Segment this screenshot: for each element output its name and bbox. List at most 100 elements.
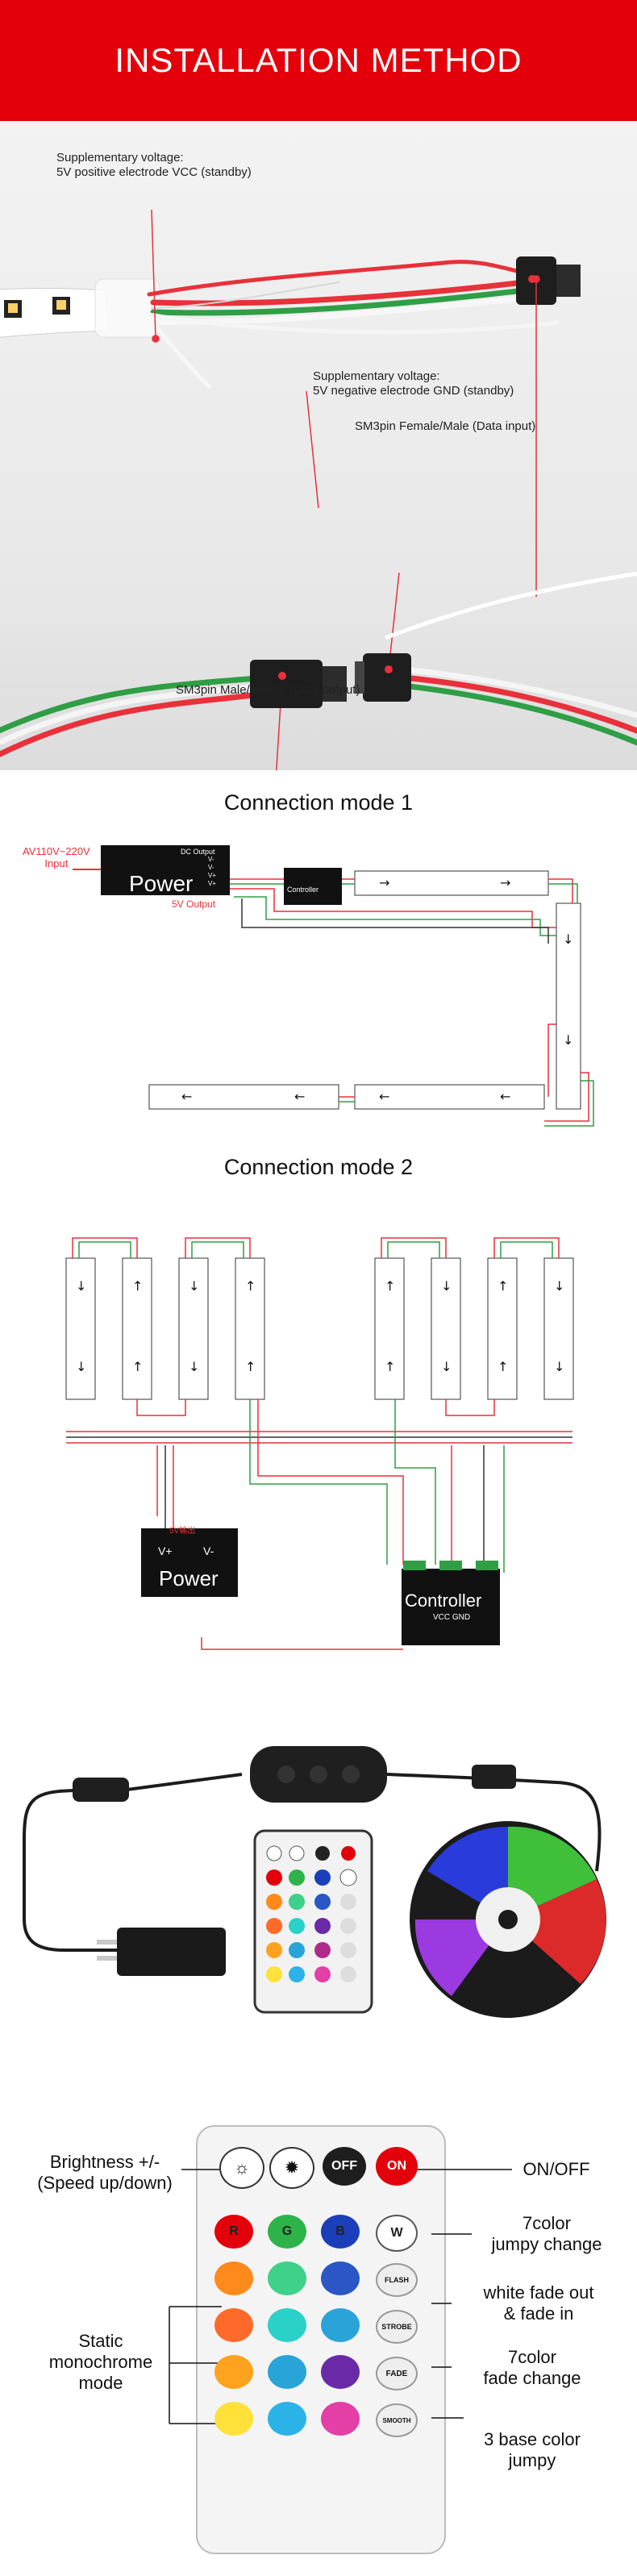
white-button[interactable]: W (376, 2215, 418, 2252)
controller-button (277, 1765, 295, 1783)
brightness-down-button[interactable]: ✹ (269, 2147, 314, 2189)
color-button[interactable] (268, 2308, 306, 2342)
page-title: INSTALLATION METHOD (114, 41, 523, 79)
mode2-strip (374, 1257, 405, 1400)
white-fade-label-line1: white fade out (483, 2282, 594, 2303)
arrow-down-icon: ↓ (554, 1359, 564, 1374)
mode2-top-jumpers (72, 1237, 560, 1416)
dc-plug (73, 1778, 129, 1802)
arrow-right-icon: → (379, 875, 389, 890)
flash-button[interactable]: FLASH (376, 2263, 418, 2297)
red-button[interactable]: R (214, 2215, 253, 2249)
controller-button (310, 1765, 327, 1783)
mode2-power-top: 5V输出 (169, 1527, 196, 1536)
strobe-button[interactable]: STROBE (376, 2310, 418, 2344)
lower-wires (0, 571, 637, 758)
wiring-photo: Supplementary voltage: 5V positive elect… (0, 121, 637, 770)
white-fade-label: white fade out & fade in (450, 2282, 627, 2324)
product-kit-photo (0, 1678, 637, 2097)
mode1-title: Connection mode 1 (223, 790, 414, 815)
arrow-left-icon: ← (379, 1089, 389, 1104)
white-fade-label-line2: & fade in (503, 2303, 574, 2324)
mode2-controller-box (402, 1569, 500, 1645)
arrow-up-icon: ↑ (498, 1359, 508, 1374)
mode1-controller-box (284, 868, 342, 905)
fade7-label-line1: 7color (508, 2347, 556, 2367)
mode2-strip (487, 1257, 518, 1400)
off-button[interactable]: OFF (323, 2147, 366, 2186)
mode1-diagram: → → ↓ ↓ ← ← ← ← (73, 845, 594, 1127)
mode2-strip (543, 1257, 574, 1400)
arrow-left-icon: ← (500, 1089, 510, 1104)
terminal-4: V+ (208, 880, 217, 887)
title-banner: INSTALLATION METHOD (0, 0, 637, 121)
led-reel (410, 1821, 606, 2018)
mode2-controller-label: Controller (405, 1590, 482, 1611)
arrow-down-icon: ↓ (563, 1032, 573, 1048)
color-button[interactable] (321, 2261, 360, 2295)
arrow-down-icon: ↓ (189, 1278, 199, 1294)
mode1-strip-3 (354, 1084, 545, 1110)
mode2-strips (65, 1257, 574, 1400)
color-button[interactable] (214, 2402, 253, 2436)
on-button[interactable]: ON (376, 2147, 418, 2186)
mode1-arrows: → → ↓ ↓ ← ← ← ← (181, 875, 573, 1104)
mode2-strip (235, 1257, 265, 1400)
sm3pin-upper-connector (516, 256, 581, 305)
gnd-note-line1: Supplementary voltage: (313, 369, 440, 383)
mode2-power-label: Power (159, 1566, 219, 1590)
arrow-up-icon: ↑ (132, 1278, 143, 1294)
mode2-diagram: ↓ ↓ ↑ ↑ ↓ ↓ ↑ ↑ ↑ ↑ ↓ ↓ ↑ ↑ ↓ ↓ (65, 1237, 574, 1650)
smooth-button[interactable]: SMOOTH (376, 2403, 418, 2437)
jumpy7-label: 7color jumpy change (474, 2213, 619, 2255)
mode1-terminals: V- V- V+ V+ (208, 856, 216, 888)
color-button[interactable] (268, 2402, 306, 2436)
product-kit-illustration (23, 1746, 606, 2018)
arrow-right-icon: → (500, 875, 510, 890)
mode1-dc-output: DC Output (181, 848, 215, 856)
blue-button[interactable]: B (321, 2215, 360, 2249)
static-mode-label-line1: Static (78, 2331, 123, 2351)
data-output-label: SM3pin Male/female (Data output) (176, 683, 360, 697)
arrow-down-icon: ↓ (441, 1359, 452, 1374)
color-button[interactable] (268, 2261, 306, 2295)
fade-button[interactable]: FADE (376, 2357, 418, 2391)
arrow-left-icon: ← (294, 1089, 305, 1104)
wire-bundle (147, 260, 559, 390)
arrow-down-icon: ↓ (76, 1278, 86, 1294)
wiring-illustration (0, 209, 637, 770)
arrow-down-icon: ↓ (441, 1278, 452, 1294)
arrow-down-icon: ↓ (189, 1359, 199, 1374)
adapter-prong (97, 1956, 117, 1961)
terminal-1: V- (208, 856, 214, 863)
strip-connector (472, 1765, 516, 1789)
color-button[interactable] (321, 2308, 360, 2342)
arrow-up-icon: ↑ (385, 1359, 395, 1374)
kit-remote-buttons (266, 1845, 357, 1982)
color-button[interactable] (321, 2402, 360, 2436)
arrow-down-icon: ↓ (76, 1359, 86, 1374)
mode1-5v-output: 5V Output (172, 898, 216, 910)
static-mode-label-line2: monochrome (48, 2352, 153, 2372)
green-button[interactable]: G (268, 2215, 306, 2249)
static-mode-label-line3: mode (78, 2373, 123, 2393)
brightness-up-button[interactable]: ☼ (219, 2147, 264, 2189)
jumpy7-label-line1: 7color (523, 2213, 571, 2233)
sun-icon: ✹ (284, 2157, 300, 2178)
color-button[interactable] (268, 2355, 306, 2389)
remote-function-diagram: ☼ ✹ OFF ON R G B W FLASH STROBE FADE SMO… (0, 2113, 637, 2572)
color-button[interactable] (214, 2261, 253, 2295)
led-strip (0, 278, 160, 338)
color-button[interactable] (214, 2355, 253, 2389)
color-button[interactable] (321, 2355, 360, 2389)
terminal-3: V+ (208, 872, 217, 879)
onoff-label: ON/OFF (523, 2159, 590, 2179)
mode1-ac-input-line1: AV110V~220V (23, 845, 90, 857)
vcc-note-line1: Supplementary voltage: (56, 151, 184, 165)
arrow-up-icon: ↑ (498, 1278, 508, 1294)
static-mode-label: Static monochrome mode (32, 2331, 169, 2394)
mode2-v-plus: V+ (158, 1544, 173, 1557)
color-button[interactable] (214, 2308, 253, 2342)
gnd-note-line2: 5V negative electrode GND (standby) (313, 384, 514, 398)
sun-outline-icon: ☼ (233, 2157, 251, 2178)
